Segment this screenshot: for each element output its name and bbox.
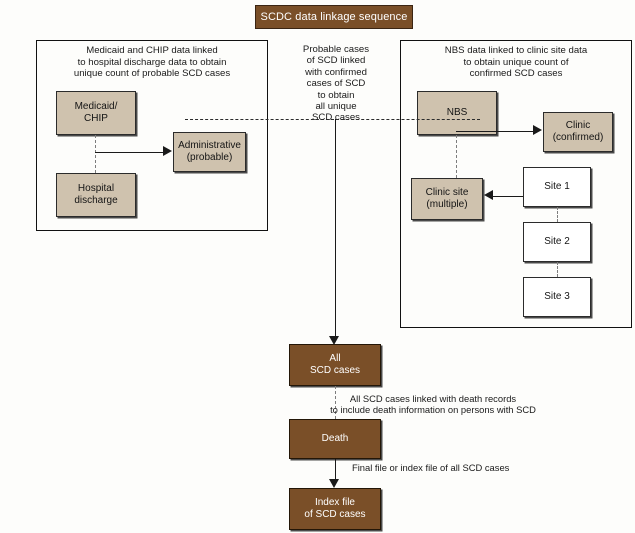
- arrowhead-to-administrative: [163, 146, 172, 156]
- node-medicaid-chip: Medicaid/CHIP: [56, 91, 136, 135]
- arrowhead-to-clinic-site: [484, 190, 493, 200]
- connector-site1-to-clinic-site: [492, 196, 523, 197]
- arrowhead-to-clinic-confirmed: [533, 125, 542, 135]
- connector-merge-to-all-scd-cases: [335, 119, 336, 340]
- connector-site2-to-site3-dashed: [557, 262, 558, 277]
- node-clinic-site-multiple: Clinic site(multiple): [411, 178, 483, 220]
- connector-nbs-to-clinic-site-dashed: [456, 135, 457, 178]
- panel-nbs-clinic-group: [400, 40, 632, 328]
- connector-medicaid-to-hospital-dashed: [95, 135, 96, 173]
- panel-medicaid-chip-group: [36, 40, 268, 231]
- connector-nbs-to-clinic-confirmed: [456, 131, 536, 132]
- connector-left-to-administrative: [95, 152, 167, 153]
- connector-left-right-merge-dashed: [185, 119, 480, 120]
- node-site-2: Site 2: [523, 222, 591, 262]
- diagram-title-banner: SCDC data linkage sequence: [255, 5, 413, 29]
- node-site-1: Site 1: [523, 167, 591, 207]
- arrowhead-to-all-scd-cases: [329, 336, 339, 345]
- node-death: Death: [289, 419, 381, 459]
- connector-death-to-index-file: [335, 459, 336, 482]
- node-site-3: Site 3: [523, 277, 591, 317]
- node-administrative-probable: Administrative(probable): [173, 132, 246, 172]
- node-nbs: NBS: [417, 91, 497, 135]
- arrowhead-to-index-file: [329, 479, 339, 488]
- connector-all-scd-to-death-dashed: [335, 386, 336, 419]
- node-clinic-confirmed: Clinic(confirmed): [543, 112, 613, 152]
- label-final-file: Final file or index file of all SCD case…: [352, 462, 510, 473]
- connector-site1-to-site2-dashed: [557, 207, 558, 222]
